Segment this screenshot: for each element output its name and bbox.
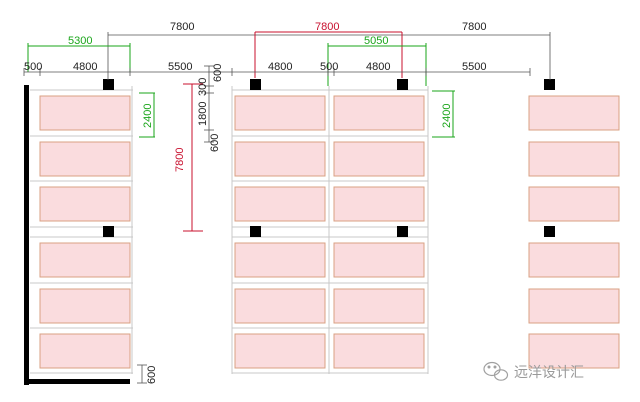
dim-label-600-top: 600 (212, 64, 224, 82)
dim-label-1800: 1800 (197, 102, 209, 126)
parking-stall (333, 141, 425, 177)
bottom-wall (24, 379, 130, 384)
watermark: 远洋设计汇 (483, 361, 584, 381)
dim-label-600-mid: 600 (209, 134, 221, 152)
parking-stall (333, 288, 425, 324)
dim-label-top-3: 7800 (462, 21, 486, 33)
parking-stall (234, 141, 326, 177)
dim-label-top-1: 7800 (170, 21, 194, 33)
dim-top-red (254, 31, 403, 78)
parking-stall (528, 141, 620, 177)
parking-stall (234, 95, 326, 131)
dim-label-500-mid: 500 (320, 61, 338, 73)
column (544, 226, 555, 237)
column (250, 79, 261, 90)
parking-stalls (39, 95, 620, 369)
parking-stall (333, 333, 425, 369)
dim-label-4800-c: 4800 (366, 61, 390, 73)
column (103, 79, 114, 90)
parking-stall (234, 186, 326, 222)
dim-vertical-small (204, 65, 214, 143)
parking-stall (528, 95, 620, 131)
parking-stall (333, 242, 425, 278)
parking-stall (39, 95, 131, 131)
column (544, 79, 555, 90)
dim-label-300: 300 (197, 78, 209, 96)
parking-stall (234, 288, 326, 324)
stall-separators (30, 86, 429, 374)
dim-label-4800-b: 4800 (268, 61, 292, 73)
column (397, 226, 408, 237)
parking-stall (333, 95, 425, 131)
dim-vertical-red (183, 83, 203, 232)
parking-stall (234, 242, 326, 278)
dim-label-2400-left: 2400 (142, 104, 154, 128)
dim-bottom-small (137, 364, 147, 384)
column (103, 226, 114, 237)
parking-stall (39, 333, 131, 369)
parking-stall (528, 242, 620, 278)
dim-vertical-green-left (139, 92, 155, 138)
dim-label-4800-a: 4800 (73, 61, 97, 73)
parking-stall (39, 141, 131, 177)
dim-vertical-green-right (432, 90, 455, 138)
parking-stall (39, 288, 131, 324)
parking-stall (528, 288, 620, 324)
parking-stall (333, 186, 425, 222)
dim-label-2400-right: 2400 (441, 104, 453, 128)
dim-label-600-bottom: 600 (146, 366, 158, 384)
columns (103, 79, 555, 237)
wall (24, 85, 130, 385)
dim-label-7800-vertical: 7800 (174, 148, 186, 172)
parking-stall (39, 242, 131, 278)
dim-third-row (23, 68, 531, 76)
parking-stall (528, 186, 620, 222)
watermark-text: 远洋设计汇 (514, 365, 584, 381)
parking-stall (39, 186, 131, 222)
column (397, 79, 408, 90)
dim-green-row (27, 43, 427, 86)
dim-label-5300: 5300 (68, 35, 92, 47)
dim-label-500-left: 500 (24, 61, 42, 73)
column (250, 226, 261, 237)
wechat-icon (483, 361, 509, 381)
parking-stall (528, 333, 620, 369)
parking-stall (234, 333, 326, 369)
left-wall (24, 85, 29, 385)
dim-label-5500-a: 5500 (168, 61, 192, 73)
dim-label-5050: 5050 (364, 35, 388, 47)
dim-label-5500-b: 5500 (462, 61, 486, 73)
dim-label-top-2: 7800 (315, 21, 339, 33)
